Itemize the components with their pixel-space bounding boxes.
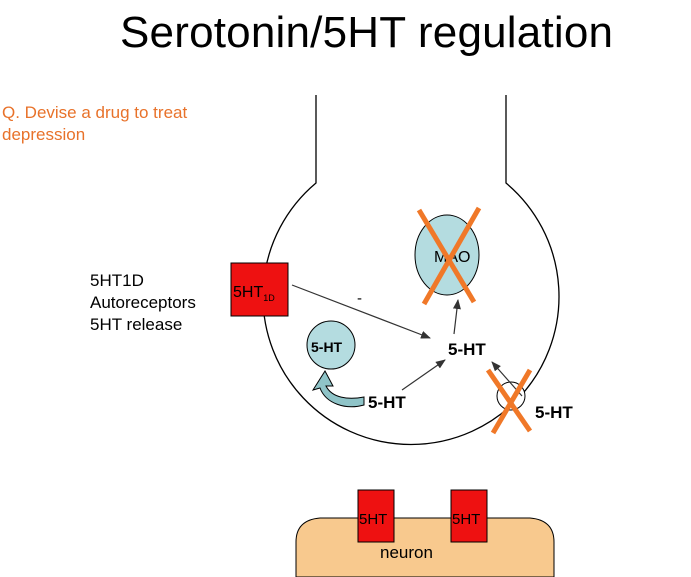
question-line-1: Q. Devise a drug to treat xyxy=(2,103,188,122)
reuptake-cross-icon xyxy=(485,368,533,435)
postsynaptic-receptor-right xyxy=(450,489,488,543)
autoreceptor-label-line-2: Autoreceptors xyxy=(90,293,196,312)
autoreceptor-5ht1d-main: 5HT xyxy=(233,284,263,301)
degradation-arrow xyxy=(452,299,461,335)
inhibition-arrow xyxy=(291,284,431,339)
central-5ht-label: 5-HT xyxy=(448,340,486,359)
autoreceptor-label: 5HT1D Autoreceptors 5HT release xyxy=(90,270,196,336)
postsynaptic-receptor-left-label: 5HT xyxy=(359,511,387,528)
autoreceptor-5ht1d-sub: 1D xyxy=(263,293,275,303)
right-5ht-label: 5-HT xyxy=(535,403,573,422)
autoreceptor-label-line-3: 5HT release xyxy=(90,315,183,334)
question-line-2: depression xyxy=(2,125,86,144)
page-title: Serotonin/5HT regulation xyxy=(120,8,614,57)
autoreceptor-5ht1d-label: 5HT1D xyxy=(233,284,275,303)
vesicle-uptake-arrow xyxy=(311,370,365,408)
vesicle xyxy=(306,320,356,370)
synthesis-arrow xyxy=(401,359,446,391)
vesicle-label: 5-HT xyxy=(311,339,343,355)
inhibition-sign: - xyxy=(357,290,362,307)
neuron-label: neuron xyxy=(380,543,433,562)
postsynaptic-receptor-right-label: 5HT xyxy=(452,511,480,528)
question-text: Q. Devise a drug to treat depression xyxy=(2,102,242,146)
lower-5ht-label: 5-HT xyxy=(368,393,406,412)
mao-cross-icon xyxy=(416,206,482,306)
postsynaptic-receptor-left xyxy=(357,489,395,543)
autoreceptor-label-line-1: 5HT1D xyxy=(90,271,144,290)
autoreceptor-5ht1d xyxy=(230,262,289,317)
